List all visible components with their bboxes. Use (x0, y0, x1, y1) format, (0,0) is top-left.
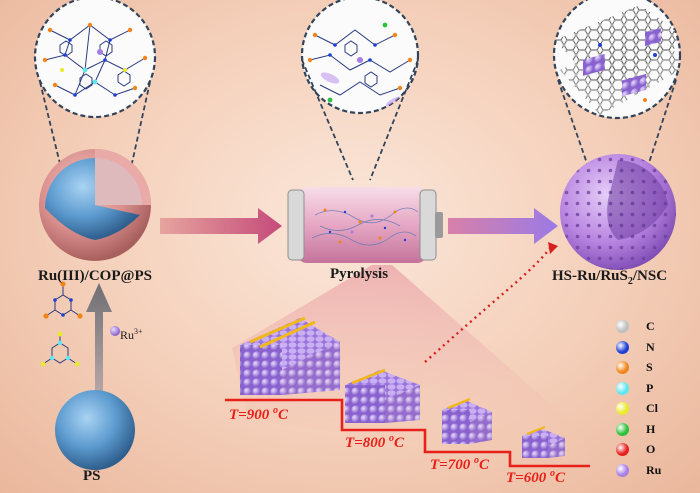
temp-600-suffix: C (554, 470, 565, 486)
ru-ion-label: Ru3+ (120, 327, 143, 343)
temp-label-600: T=600 oC (506, 468, 565, 487)
legend-label-o: O (646, 442, 656, 456)
ps-label: PS (83, 468, 101, 484)
arrow-up (86, 283, 112, 395)
legend-label-ru: Ru (646, 462, 662, 477)
monomer-molecules (40, 281, 83, 367)
arrow-to-pyrolysis (160, 208, 282, 244)
legend-label-n: N (646, 339, 655, 354)
temp-label-900: T=900 oC (229, 405, 288, 424)
product-label-suffix: /NSC (632, 268, 668, 284)
temp-600-prefix: T=600 (506, 470, 550, 486)
legend-dot-o (616, 443, 629, 456)
ps-sphere (55, 390, 135, 470)
graphene-sheet (555, 5, 680, 115)
pyrolysis-reactor (287, 187, 443, 263)
legend-dot-p (616, 381, 629, 395)
legend-dot-n (616, 340, 629, 354)
temp-900-sup: o (272, 405, 278, 416)
legend-label-cl: Cl (646, 401, 658, 415)
legend-dot-h (616, 422, 629, 436)
pyrolysis-label: Pyrolysis (330, 266, 389, 282)
precursor-sphere (39, 149, 151, 261)
product-label-prefix: HS-Ru/RuS (552, 268, 628, 284)
ru-block-900 (240, 316, 340, 395)
legend-dot-s (616, 361, 629, 374)
dotted-arrow-head (548, 242, 558, 254)
arrow-to-product (448, 208, 558, 244)
cop-network (42, 22, 148, 97)
legend-label-p: P (646, 380, 654, 395)
legend-dot-ru (616, 463, 629, 477)
ru-ion-charge: 3+ (134, 327, 143, 336)
precursor-label: Ru(III)/COP@PS (38, 268, 152, 284)
temp-800-sup: o (388, 433, 394, 444)
temp-label-800: T=800 oC (345, 433, 404, 452)
ru-ion-sphere (110, 326, 120, 336)
temp-900-suffix: C (277, 407, 288, 423)
ru-block-800 (345, 368, 420, 423)
legend-label-h: H (646, 421, 656, 436)
temp-800-suffix: C (393, 435, 404, 451)
ru-block-600 (522, 425, 565, 458)
legend-label-s: S (646, 360, 653, 374)
legend-dot-cl (616, 402, 629, 415)
dotted-curve (424, 247, 551, 363)
zoom-cone (232, 265, 592, 466)
product-label: HS-Ru/RuS2/NSC (552, 268, 667, 287)
precursor-magnify-circle (33, 0, 157, 119)
legend-label-c: C (646, 319, 655, 333)
pyrolysis-magnify-circle (300, 0, 420, 115)
temp-800-prefix: T=800 (345, 435, 389, 451)
product-hollow-sphere (560, 154, 676, 270)
temp-700-sup: o (473, 455, 479, 466)
ru-ion-base: Ru (120, 328, 135, 342)
temp-600-sup: o (549, 468, 555, 479)
temp-label-700: T=700 oC (430, 455, 489, 474)
temp-900-prefix: T=900 (229, 407, 273, 423)
ru-block-700 (442, 397, 492, 444)
temperature-steps (225, 398, 590, 468)
product-magnify-circle (552, 0, 682, 120)
temp-700-suffix: C (478, 457, 489, 473)
temp-700-prefix: T=700 (430, 457, 474, 473)
legend-dot-c (616, 320, 629, 333)
product-label-sub: 2 (627, 276, 633, 287)
